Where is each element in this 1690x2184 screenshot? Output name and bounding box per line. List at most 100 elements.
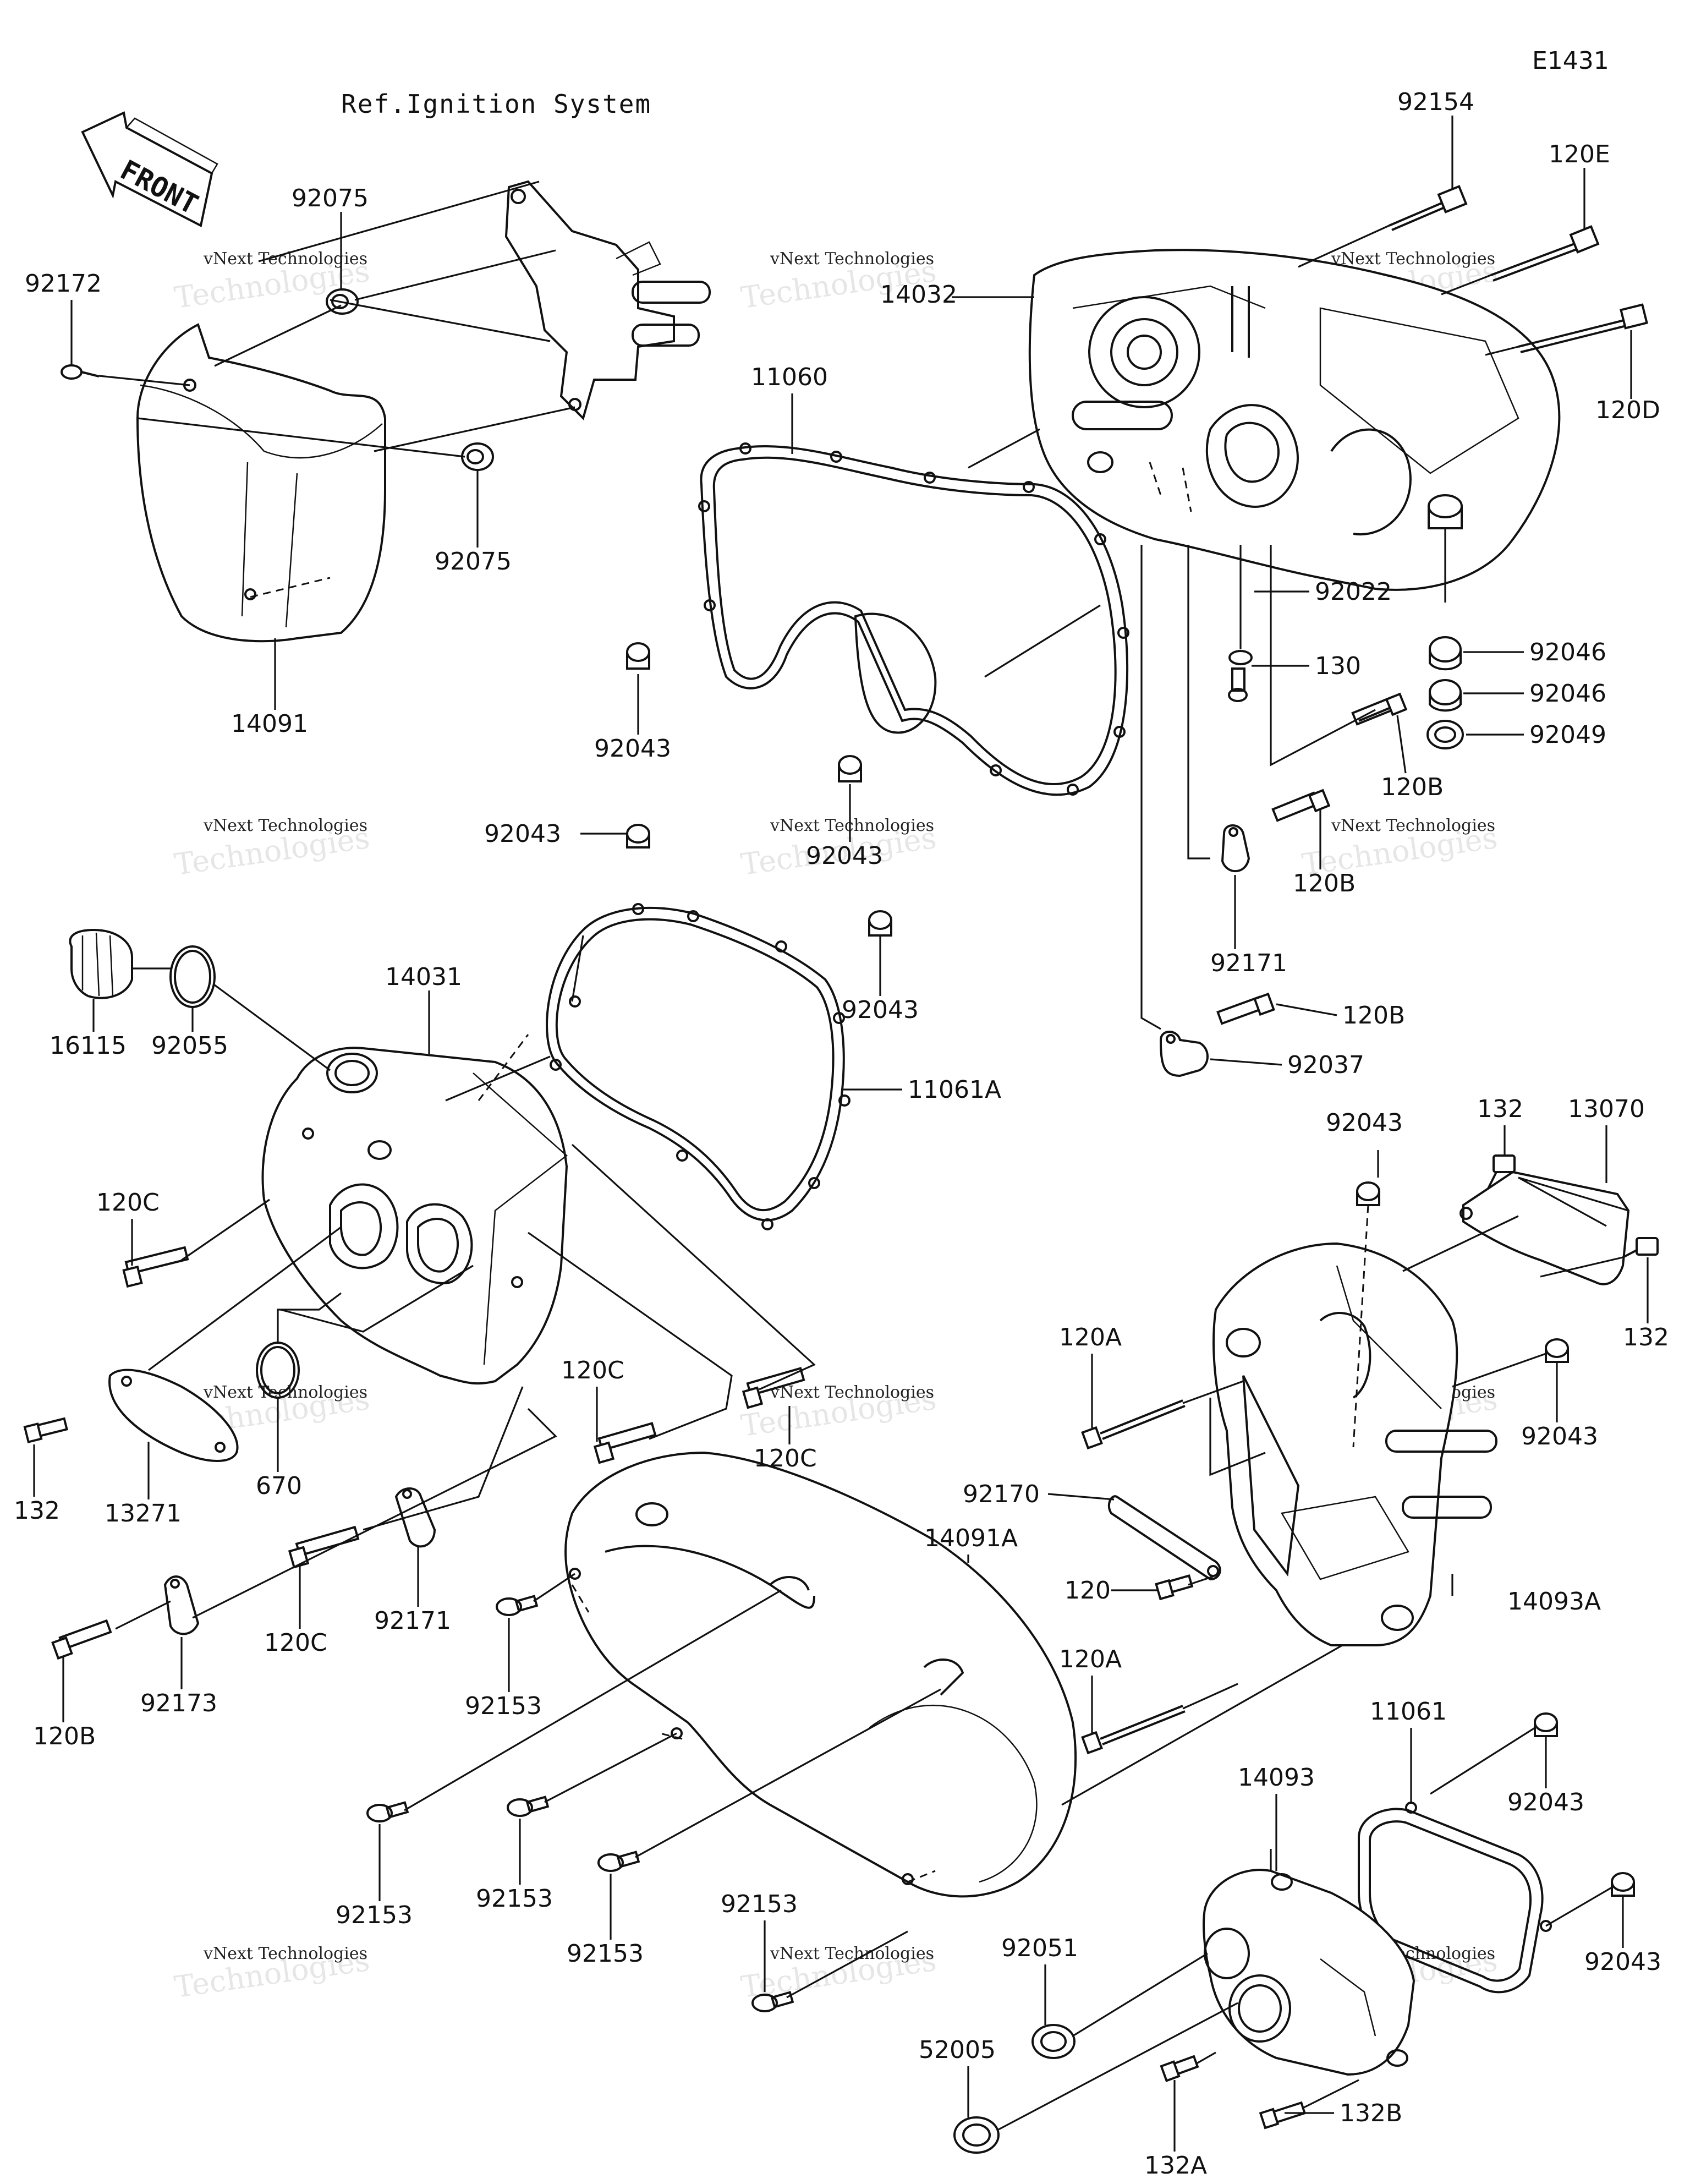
svg-text:vNext Technologies: vNext Technologies xyxy=(770,1944,934,1963)
svg-text:vNext Technologies: vNext Technologies xyxy=(770,1383,934,1402)
bolt-92153-a xyxy=(496,1595,539,1616)
label-16115: 16115 xyxy=(50,1032,127,1060)
ignition-bracket xyxy=(504,180,711,420)
dowel-92043-h xyxy=(1611,1872,1635,1897)
label-52005: 52005 xyxy=(919,2036,996,2064)
label-120C-b: 120C xyxy=(561,1356,624,1384)
label-120B-a: 120B xyxy=(1381,773,1444,801)
label-92043-c: 92043 xyxy=(484,820,561,848)
label-120: 120 xyxy=(1065,1577,1111,1605)
seal-92051 xyxy=(1031,2024,1076,2059)
leader-lines-middle-left xyxy=(115,935,816,1630)
cover-14032 xyxy=(1028,249,1561,591)
label-92170: 92170 xyxy=(963,1480,1040,1508)
bolt-92154 xyxy=(1389,185,1468,231)
label-92075-upper: 92075 xyxy=(292,184,369,212)
label-132-b: 132 xyxy=(1477,1095,1523,1123)
label-13070: 13070 xyxy=(1568,1095,1645,1123)
bolt-120A-b xyxy=(1081,1705,1186,1755)
cover-13070 xyxy=(1459,1170,1630,1285)
leader-lines-bottom-right xyxy=(998,1727,1612,2131)
bolt-120C-b xyxy=(593,1422,657,1464)
bolt-120B-c xyxy=(1216,992,1275,1025)
clamp-92173 xyxy=(163,1575,200,1635)
label-120B-c: 120B xyxy=(1342,1001,1405,1030)
bolt-120B-b xyxy=(1271,789,1331,822)
svg-text:vNext Technologies: vNext Technologies xyxy=(203,1383,367,1402)
label-120C-a: 120C xyxy=(96,1189,160,1217)
cover-14031 xyxy=(261,1047,568,1385)
front-arrow-icon: FRONT xyxy=(81,111,218,227)
label-120E: 120E xyxy=(1549,140,1610,168)
label-92153-a: 92153 xyxy=(465,1692,542,1720)
label-92022: 92022 xyxy=(1315,578,1392,606)
label-92043-b: 92043 xyxy=(806,842,883,870)
label-132A: 132A xyxy=(1144,2152,1207,2180)
rod-92170 xyxy=(1107,1495,1221,1581)
bolt-120B-a xyxy=(1351,692,1408,726)
clamp-92037 xyxy=(1159,1031,1209,1077)
label-92153-c: 92153 xyxy=(476,1885,553,1913)
bolt-132B xyxy=(1259,2101,1307,2130)
leader-lines-upper-left xyxy=(98,180,575,598)
label-120A-a: 120A xyxy=(1059,1323,1122,1351)
label-92171-upper: 92171 xyxy=(1210,949,1287,977)
seal-92049 xyxy=(1426,720,1464,749)
label-92049: 92049 xyxy=(1529,721,1606,749)
diagram-id: E1431 xyxy=(1532,47,1609,75)
seal-52005 xyxy=(953,2116,1000,2154)
label-92037: 92037 xyxy=(1287,1051,1364,1079)
label-92046-b: 92046 xyxy=(1529,680,1606,708)
label-92075-lower: 92075 xyxy=(435,548,512,576)
svg-text:vNext Technologies: vNext Technologies xyxy=(203,249,367,269)
bolt-120B-d xyxy=(51,1619,112,1660)
bolt-130 xyxy=(1228,667,1248,702)
leader-lines-upper-right xyxy=(952,225,1519,1030)
label-92153-d: 92153 xyxy=(567,1940,644,1968)
bolt-120D xyxy=(1518,303,1648,353)
dowel-92043-c xyxy=(626,824,650,849)
label-120B-d: 120B xyxy=(33,1722,96,1750)
grommet-92075-lower xyxy=(461,442,494,471)
oring-92055 xyxy=(169,945,216,1008)
label-11061A: 11061A xyxy=(908,1076,1001,1104)
label-92172: 92172 xyxy=(25,270,102,298)
gasket-11061A xyxy=(546,903,851,1230)
label-120B-b: 120B xyxy=(1293,869,1356,897)
label-14091: 14091 xyxy=(231,710,308,738)
bolt-120E xyxy=(1490,225,1600,282)
svg-text:vNext Technologies: vNext Technologies xyxy=(1331,816,1495,835)
label-14093A: 14093A xyxy=(1507,1588,1601,1616)
dowel-92043-f xyxy=(1545,1338,1569,1363)
label-92055: 92055 xyxy=(151,1032,228,1060)
gasket-11060 xyxy=(698,442,1129,796)
cover-13271 xyxy=(108,1369,239,1462)
cap-16115 xyxy=(69,928,133,999)
label-11060: 11060 xyxy=(751,363,828,391)
bolt-132A xyxy=(1160,2055,1199,2082)
label-92043-g: 92043 xyxy=(1507,1788,1584,1816)
label-92043-e: 92043 xyxy=(1326,1109,1403,1137)
label-132B: 132B xyxy=(1340,2099,1402,2127)
label-92173: 92173 xyxy=(140,1689,217,1717)
label-120D: 120D xyxy=(1595,396,1660,424)
bolt-120C-c xyxy=(742,1367,805,1409)
reference-note: Ref.Ignition System xyxy=(341,89,651,119)
label-92153-e: 92153 xyxy=(721,1890,798,1918)
bolt-132-a xyxy=(23,1417,68,1443)
cover-14091 xyxy=(136,323,386,643)
label-92043-d: 92043 xyxy=(842,996,919,1024)
label-13271: 13271 xyxy=(105,1499,182,1528)
bolt-92153-d xyxy=(597,1851,640,1872)
label-120C-c: 120C xyxy=(754,1444,817,1473)
part-labels: 92154 120E 14032 120D 92075 92075 92172 … xyxy=(14,88,1669,2180)
svg-text:vNext Technologies: vNext Technologies xyxy=(203,816,367,835)
label-11061: 11061 xyxy=(1370,1698,1447,1726)
clamp-92171-upper xyxy=(1221,824,1250,873)
label-92046-a: 92046 xyxy=(1529,638,1606,666)
svg-text:vNext Technologies: vNext Technologies xyxy=(770,816,934,835)
label-92171-lower: 92171 xyxy=(374,1607,451,1635)
label-92153-b: 92153 xyxy=(336,1901,413,1929)
bolt-92172 xyxy=(61,364,100,380)
dowel-92043-a xyxy=(626,642,650,670)
